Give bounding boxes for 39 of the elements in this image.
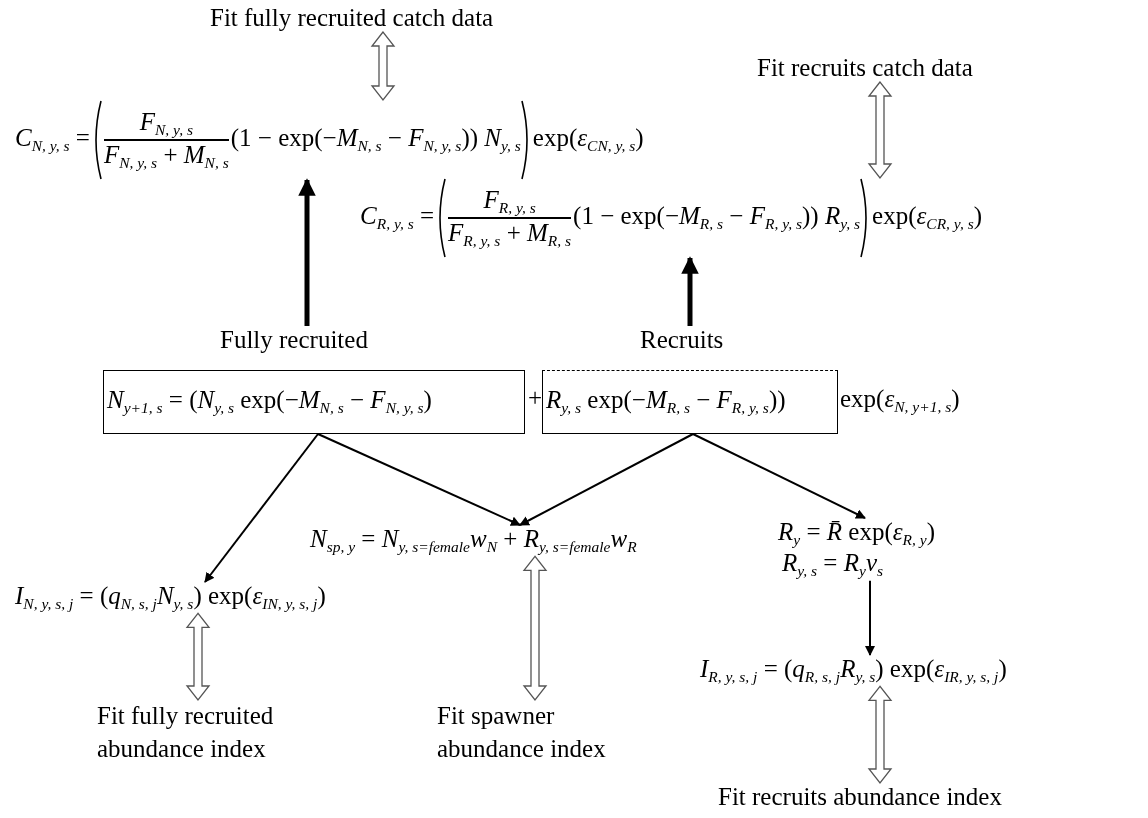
arrow (692, 433, 866, 519)
equation-term: exp(ε$_{CR, y, s}$) (872, 202, 982, 234)
equation-term: exp(ε$_{CN, y, s}$) (532, 124, 644, 156)
double-arrow (867, 685, 893, 785)
double-arrow (370, 30, 396, 102)
double-arrow (522, 555, 548, 702)
equation: I$_{R, y, s, j}$ = (q$_{R, s, j}$R$_{y, s}$) exp(ε$_{IR, y, s, j}$) (700, 655, 1007, 687)
arrow (317, 433, 521, 526)
equation-term: (1 − exp(−M$_{R, s}$ − F$_{R, y, s}$)) R$_{y, s}$ (573, 202, 861, 234)
equation: R$_{y, s}$ exp(−M$_{R, s}$ − F$_{R, y, s}$)) (546, 386, 786, 418)
text-label: Recruits (640, 326, 724, 354)
arrow (865, 579, 875, 656)
equation: R$_{y}$ = R̄ exp(ε$_{R, y}$) (778, 518, 936, 550)
equation-term: C$_{N, y, s}$ = (15, 124, 90, 156)
equation: N$_{sp, y}$ = N$_{y, s=female}$w$_{N}$ + R$_{y, s=female}$w$_{R}$ (310, 525, 637, 557)
double-arrow (185, 612, 211, 702)
equation: R$_{y, s}$ = R$_{y}$v$_{s}$ (782, 549, 885, 581)
equation: N$_{y+1, s}$ = (N$_{y, s}$ exp(−M$_{N, s}$ − F$_{N, y, s}$) (107, 386, 432, 418)
denominator: F$_{N, y, s}$ + M$_{N, s}$ (103, 140, 229, 173)
equation-term: C$_{R, y, s}$ = (360, 202, 435, 234)
arrow (681, 256, 699, 326)
equation-box (103, 370, 525, 434)
text-label: Fit fully recruited abundance index (97, 700, 312, 765)
text-label: Fit fully recruited catch data (210, 4, 494, 32)
equation: I$_{N, y, s, j}$ = (q$_{N, s, j}$N$_{y, s}$) exp(ε$_{IN, y, s, j}$) (15, 582, 326, 614)
equation: exp(ε$_{N, y+1, s}$) (840, 385, 960, 417)
denominator: F$_{R, y, s}$ + M$_{R, s}$ (448, 218, 572, 251)
text-label: Fit spawner abundance index (437, 700, 622, 765)
arrow (519, 433, 694, 526)
double-arrow (867, 80, 893, 180)
arrow (298, 178, 316, 326)
text-label: Fully recruited (220, 326, 368, 354)
text-label: Fit recruits abundance index (718, 783, 1002, 811)
numerator: F$_{R, y, s}$ (483, 185, 536, 218)
text-label: Fit recruits catch data (757, 54, 973, 82)
equation-term: (1 − exp(−M$_{N, s}$ − F$_{N, y, s}$)) N$_{y, s}$ (230, 124, 521, 156)
arrow (204, 433, 319, 583)
numerator: F$_{N, y, s}$ (139, 107, 193, 140)
plus-sign: + (528, 384, 543, 412)
